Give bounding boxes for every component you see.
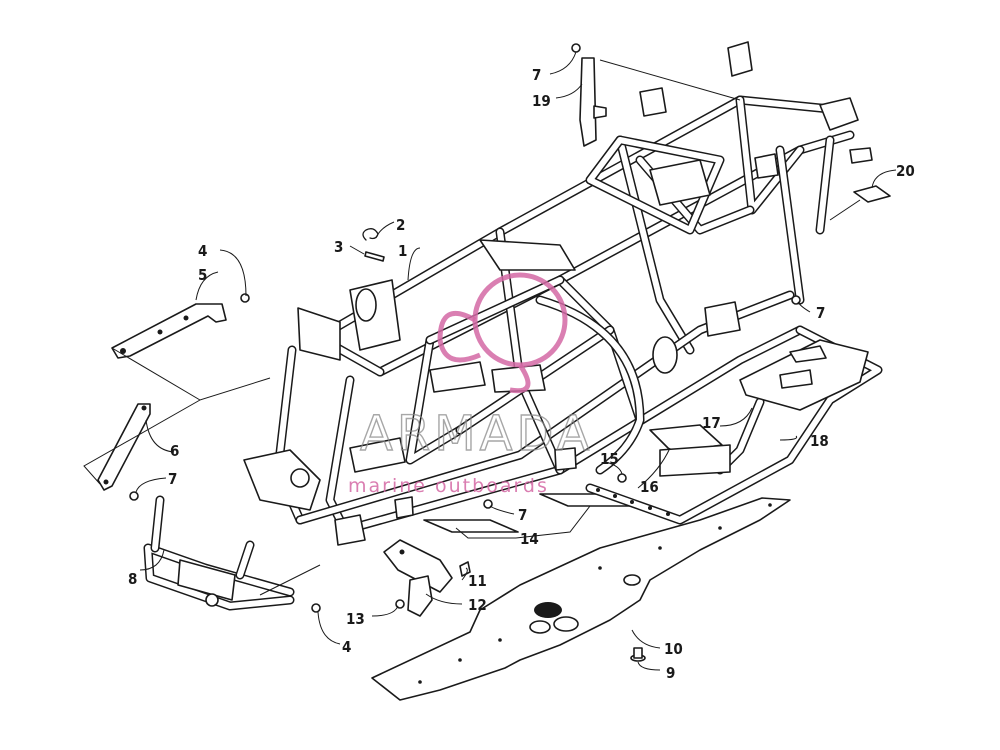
callout-6: 6	[170, 442, 179, 460]
front-bumper-part-8	[143, 495, 295, 611]
bracket-part-5	[111, 293, 250, 359]
skid-plate-part-10	[371, 497, 791, 701]
leader-lines	[83, 51, 897, 671]
callout-7: 7	[532, 66, 541, 84]
callout-19: 19	[532, 92, 551, 110]
callout-14: 14	[520, 530, 539, 548]
callout-8: 8	[128, 570, 137, 588]
callout-13: 13	[346, 610, 365, 628]
watermark-logo	[437, 272, 568, 394]
bolt-part-15	[617, 473, 627, 483]
callout-11: 11	[468, 572, 487, 590]
callout-4: 4	[198, 242, 207, 260]
callout-18: 18	[810, 432, 829, 450]
pin-part-3	[364, 251, 385, 262]
bracket-part-19	[579, 57, 607, 147]
callout-5: 5	[198, 266, 207, 284]
callout-16: 16	[640, 478, 659, 496]
fastener-part-9	[630, 647, 646, 662]
callout-15: 15	[600, 450, 619, 468]
callout-9: 9	[666, 664, 675, 682]
callout-20: 20	[896, 162, 915, 180]
callout-4: 4	[342, 638, 351, 656]
strut-part-6	[97, 403, 151, 491]
watermark: ARMADA marine outboards	[348, 272, 593, 497]
rear-rack-part-18	[585, 325, 883, 525]
clip-part-2	[362, 228, 379, 241]
callout-3: 3	[334, 238, 343, 256]
callout-1: 1	[398, 242, 407, 260]
watermark-brand: ARMADA	[360, 406, 593, 462]
callout-7: 7	[168, 470, 177, 488]
watermark-tagline: marine outboards	[348, 475, 549, 497]
callout-2: 2	[396, 216, 405, 234]
callout-labels: 1 2 3 4 4 5 6 7 7 7 7 8 9 10 11 12 13 14…	[128, 66, 915, 682]
callout-17: 17	[702, 414, 721, 432]
bracket-part-12	[407, 575, 433, 617]
decal-part-20	[853, 185, 891, 203]
callout-12: 12	[468, 596, 487, 614]
callout-7: 7	[816, 304, 825, 322]
bracket-part-11	[383, 539, 471, 593]
main-frame	[243, 41, 873, 546]
callout-7: 7	[518, 506, 527, 524]
callout-10: 10	[664, 640, 683, 658]
